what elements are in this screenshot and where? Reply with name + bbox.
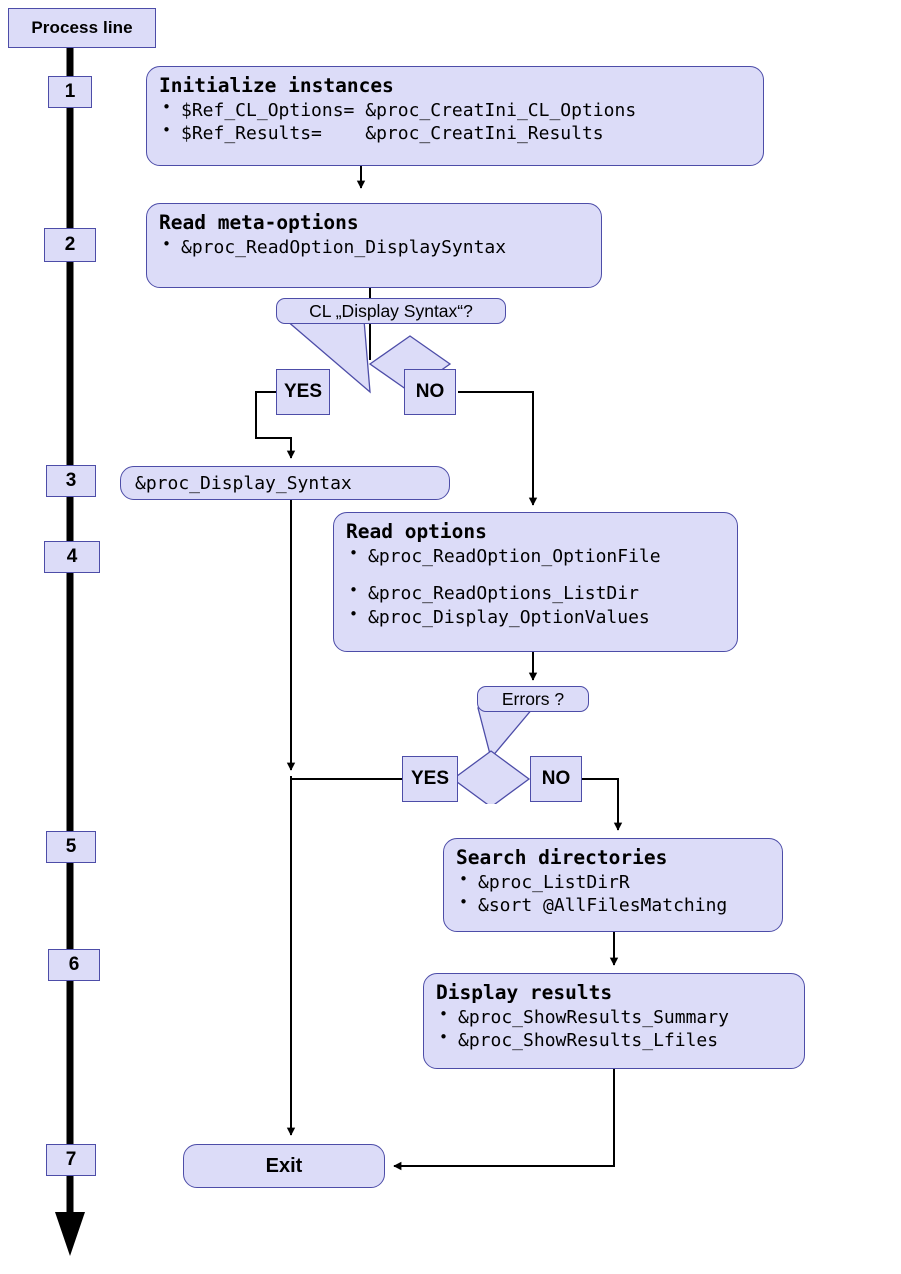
node-search-directories-item: &proc_ListDirR xyxy=(456,870,770,895)
process-step-5: 5 xyxy=(46,831,96,863)
node-display-syntax-label: &proc_Display_Syntax xyxy=(135,472,352,494)
node-read-options-items: &proc_ReadOption_OptionFile &proc_ReadOp… xyxy=(346,544,725,630)
node-display-syntax[interactable]: &proc_Display_Syntax xyxy=(120,466,450,500)
node-read-meta-options-title: Read meta-options xyxy=(159,211,359,234)
node-read-meta-options[interactable]: Read meta-options &proc_ReadOption_Displ… xyxy=(146,203,602,288)
decision-display-syntax-yes[interactable]: YES xyxy=(276,369,330,415)
process-step-4: 4 xyxy=(44,541,100,573)
process-step-4-number: 4 xyxy=(66,546,78,567)
wire-results-to-exit xyxy=(393,1069,615,1171)
decision-errors-no[interactable]: NO xyxy=(530,756,582,802)
decision-errors-yes-label: YES xyxy=(410,768,450,789)
node-initialize-item: $Ref_CL_Options= &proc_CreatIni_CL_Optio… xyxy=(159,98,751,123)
node-display-results-items: &proc_ShowResults_Summary &proc_ShowResu… xyxy=(436,1005,792,1054)
process-step-3-number: 3 xyxy=(65,470,77,491)
decision-errors-shapes xyxy=(451,707,535,808)
node-read-options-item: &proc_Display_OptionValues xyxy=(346,605,725,630)
decision-errors-yes[interactable]: YES xyxy=(402,756,458,802)
node-initialize-title: Initialize instances xyxy=(159,74,394,97)
process-step-6: 6 xyxy=(48,949,100,981)
decision-display-syntax-question-label: CL „Display Syntax“? xyxy=(309,300,473,321)
node-search-directories[interactable]: Search directories &proc_ListDirR &sort … xyxy=(443,838,783,932)
node-read-options-item: &proc_ReadOptions_ListDir xyxy=(346,581,725,606)
process-step-6-number: 6 xyxy=(68,954,80,975)
decision-display-syntax-question: CL „Display Syntax“? xyxy=(276,298,506,324)
node-search-directories-item: &sort @AllFilesMatching xyxy=(456,893,770,918)
decision-errors-group xyxy=(402,684,622,808)
node-exit[interactable]: Exit xyxy=(183,1144,385,1188)
node-display-results-title: Display results xyxy=(436,981,613,1004)
process-step-7-number: 7 xyxy=(65,1149,77,1170)
node-display-results-item: &proc_ShowResults_Summary xyxy=(436,1005,792,1030)
node-search-directories-title: Search directories xyxy=(456,846,668,869)
process-step-3: 3 xyxy=(46,465,96,497)
node-read-options-item-spacer xyxy=(346,568,725,582)
process-step-1-number: 1 xyxy=(64,81,76,102)
process-line-header-label: Process line xyxy=(31,18,133,37)
process-step-7: 7 xyxy=(46,1144,96,1176)
decision-display-syntax-no[interactable]: NO xyxy=(404,369,456,415)
node-display-results-item: &proc_ShowResults_Lfiles xyxy=(436,1028,792,1053)
decision-errors-question-label: Errors ? xyxy=(501,688,565,709)
node-read-options-title: Read options xyxy=(346,520,487,543)
decision-errors-question: Errors ? xyxy=(477,686,589,712)
node-initialize-items: $Ref_CL_Options= &proc_CreatIni_CL_Optio… xyxy=(159,98,751,147)
node-read-meta-options-item: &proc_ReadOption_DisplaySyntax xyxy=(159,235,589,260)
node-initialize-instances[interactable]: Initialize instances $Ref_CL_Options= &p… xyxy=(146,66,764,166)
node-initialize-item: $Ref_Results= &proc_CreatIni_Results xyxy=(159,121,751,146)
node-display-results[interactable]: Display results &proc_ShowResults_Summar… xyxy=(423,973,805,1069)
node-read-options[interactable]: Read options &proc_ReadOption_OptionFile… xyxy=(333,512,738,652)
node-read-meta-options-items: &proc_ReadOption_DisplaySyntax xyxy=(159,235,589,260)
decision-errors-no-label: NO xyxy=(541,768,571,789)
decision-display-syntax-no-label: NO xyxy=(415,381,445,402)
node-exit-label: Exit xyxy=(265,1154,303,1177)
process-step-2-number: 2 xyxy=(64,234,76,255)
process-step-5-number: 5 xyxy=(65,836,77,857)
node-search-directories-items: &proc_ListDirR &sort @AllFilesMatching xyxy=(456,870,770,919)
process-step-2: 2 xyxy=(44,228,96,262)
process-line-header: Process line xyxy=(8,8,156,48)
decision-display-syntax-yes-label: YES xyxy=(283,381,323,402)
process-step-1: 1 xyxy=(48,76,92,108)
node-read-options-item: &proc_ReadOption_OptionFile xyxy=(346,544,725,569)
